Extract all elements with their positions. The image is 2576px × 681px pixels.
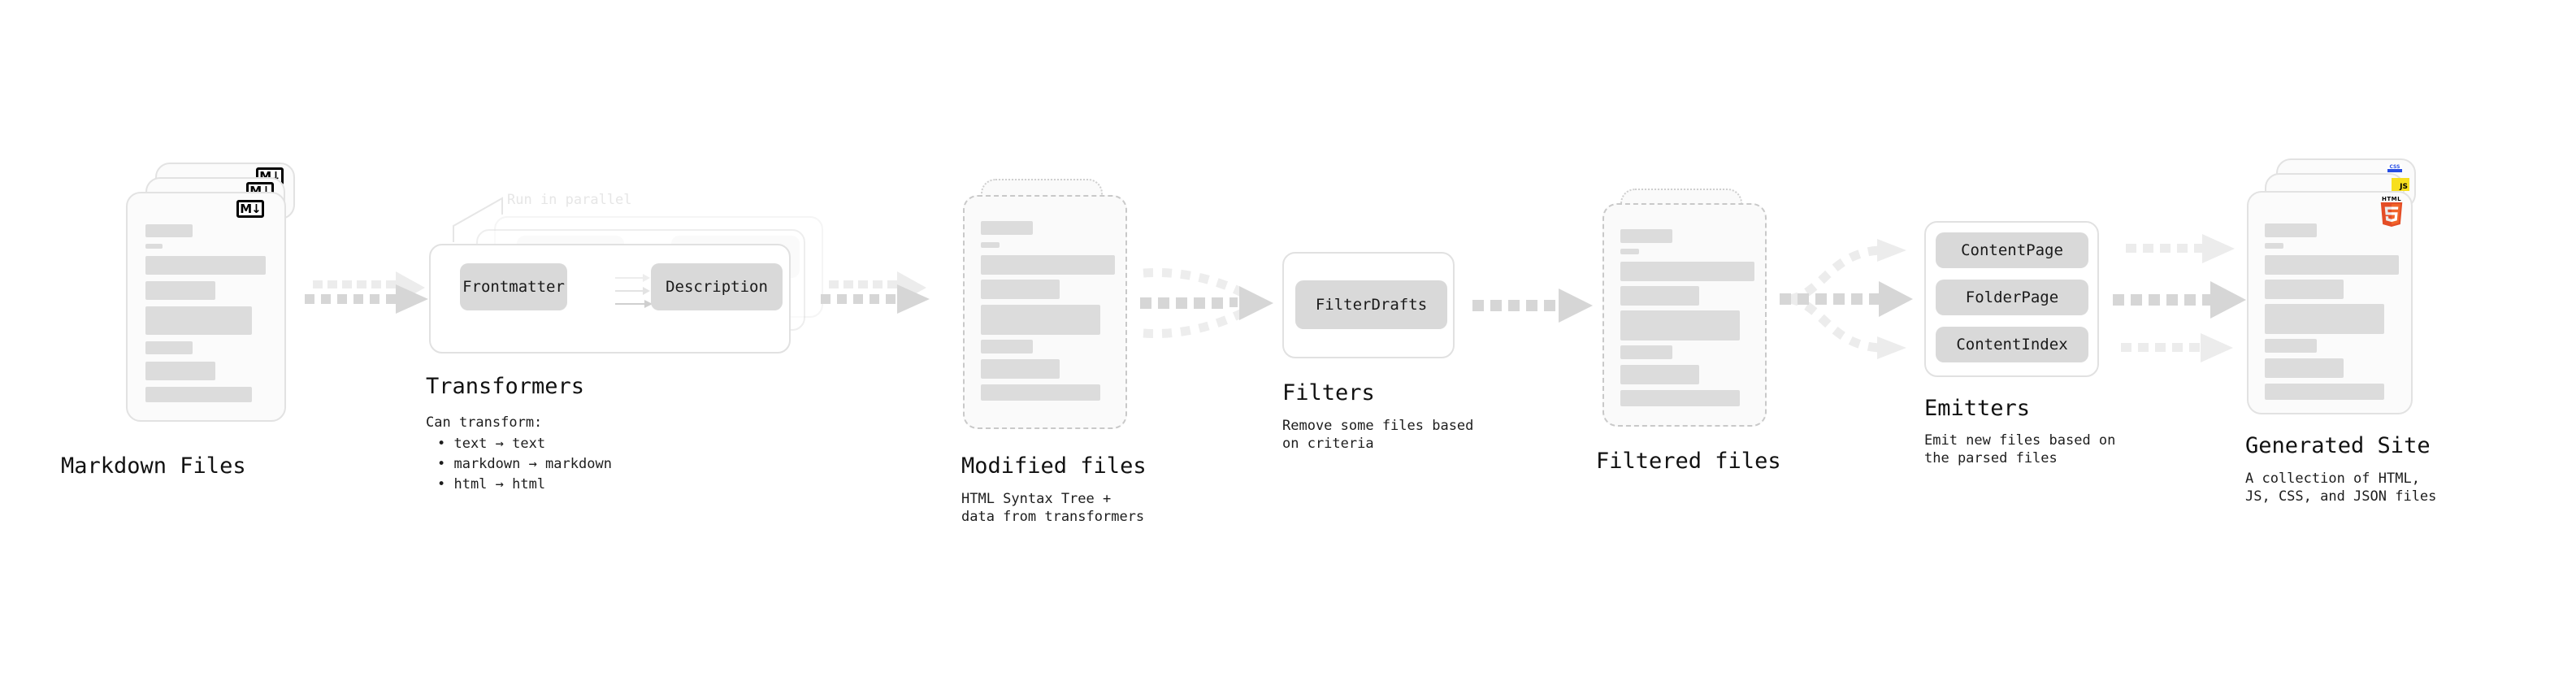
transformer-chip-label: Frontmatter — [462, 278, 565, 296]
transformer-chip-label: Description — [666, 278, 768, 296]
filters-subtitle-1: Remove some files based — [1282, 418, 1474, 434]
filtered-card-stack — [1602, 189, 1781, 432]
skeleton-bar — [2265, 255, 2399, 275]
css-icon: CSS — [2387, 164, 2402, 172]
skeleton-bar — [2265, 223, 2317, 237]
skeleton-bar — [145, 387, 252, 402]
filter-chip-label: FilterDrafts — [1315, 296, 1428, 314]
html5-icon: HTML — [2379, 196, 2404, 227]
emitter-chip-label: FolderPage — [1965, 288, 2059, 306]
skeleton-bar — [981, 305, 1100, 335]
skeleton-bar — [1620, 262, 1754, 281]
skeleton-bar — [145, 281, 215, 300]
connector-filtered-to-emitters — [1780, 239, 1913, 359]
js-icon: JS — [2392, 178, 2409, 191]
transformer-chip-frontmatter[interactable]: Frontmatter — [460, 263, 567, 310]
connector-md-to-transformers — [305, 271, 428, 314]
connector-modified-to-filters — [1140, 267, 1273, 339]
emitters-subtitle-1: Emit new files based on — [1924, 432, 2116, 449]
stage-modified-files: Modified files HTML Syntax Tree + data f… — [961, 179, 1147, 525]
html5-icon-word: HTML — [2381, 196, 2402, 202]
emitters-subtitle-2: the parsed files — [1924, 450, 2058, 466]
stage-generated-site: CSS JS HTML — [2245, 158, 2436, 505]
skeleton-bar — [1620, 310, 1740, 340]
emitter-chip-folderpage[interactable]: FolderPage — [1936, 280, 2088, 315]
transformers-bullet-1: • text → text — [437, 436, 546, 452]
page-title: Transformers — [426, 374, 585, 399]
page-title: Markdown Files — [61, 453, 246, 479]
skeleton-bar — [1620, 286, 1699, 306]
skeleton-bar — [2265, 339, 2317, 353]
parallel-label: Run in parallel — [507, 192, 632, 208]
inner-arrows — [615, 274, 653, 308]
filters-subtitle-2: on criteria — [1282, 436, 1374, 452]
skeleton-bar — [981, 359, 1060, 379]
page-title: Emitters — [1924, 396, 2031, 421]
skeleton-bar — [981, 340, 1033, 354]
skeleton-bar — [2265, 280, 2344, 299]
connector-emitters-to-site — [2113, 234, 2246, 362]
filter-chip-filterdrafts[interactable]: FilterDrafts — [1295, 280, 1447, 329]
parallel-bracket — [453, 197, 503, 242]
skeleton-bar — [2265, 358, 2344, 378]
modified-card-stack — [963, 179, 1142, 429]
transformer-chip-description[interactable]: Description — [651, 263, 783, 310]
skeleton-bar — [981, 255, 1115, 275]
site-subtitle-2: JS, CSS, and JSON files — [2245, 488, 2437, 505]
emitter-chip-label: ContentPage — [1961, 241, 2063, 259]
skeleton-bar — [981, 242, 1000, 248]
skeleton-bar — [1620, 249, 1639, 254]
emitter-chip-label: ContentIndex — [1956, 336, 2068, 354]
emitter-chip-contentpage[interactable]: ContentPage — [1936, 232, 2088, 268]
stage-filtered-files: Filtered files — [1596, 189, 1781, 474]
modified-files-subtitle-1: HTML Syntax Tree + — [961, 491, 1112, 507]
skeleton-bar — [981, 221, 1033, 235]
transformers-bullet-2: • markdown → markdown — [437, 456, 612, 472]
stage-markdown-files: M↓ M↓ M↓ Markdown Files — [61, 163, 305, 479]
transformers-bullets-intro: Can transform: — [426, 414, 543, 431]
skeleton-bar — [2265, 384, 2384, 400]
skeleton-bar — [145, 362, 215, 380]
emitter-chip-contentindex[interactable]: ContentIndex — [1936, 327, 2088, 362]
skeleton-bar — [145, 306, 252, 335]
skeleton-bar — [981, 384, 1100, 401]
page-title: Filters — [1282, 380, 1375, 406]
skeleton-bar — [2265, 304, 2384, 334]
skeleton-bar — [1620, 365, 1699, 384]
site-subtitle-1: A collection of HTML, — [2245, 471, 2420, 487]
modified-files-subtitle-2: data from transformers — [961, 509, 1145, 525]
markdown-card-stack: M↓ M↓ M↓ — [126, 163, 305, 431]
skeleton-bar — [981, 280, 1060, 299]
page-title: Generated Site — [2245, 433, 2431, 458]
connector-filters-to-filtered — [1472, 288, 1593, 323]
skeleton-bar — [1620, 345, 1672, 359]
html5-icon-shield — [2380, 202, 2403, 227]
site-card-stack: CSS JS HTML — [2247, 158, 2434, 435]
skeleton-bar — [1620, 390, 1740, 406]
page-title: Modified files — [961, 453, 1147, 479]
skeleton-bar — [145, 244, 163, 249]
skeleton-bar — [145, 256, 266, 275]
transformers-bullet-3: • html → html — [437, 476, 546, 492]
connector-transformers-to-modified — [821, 271, 930, 314]
skeleton-bar — [2265, 243, 2283, 249]
page-title: Filtered files — [1596, 449, 1781, 474]
skeleton-bar — [1620, 229, 1672, 243]
skeleton-bar — [145, 341, 193, 354]
markdown-icon: M↓ — [236, 200, 264, 218]
skeleton-bar — [145, 224, 193, 237]
